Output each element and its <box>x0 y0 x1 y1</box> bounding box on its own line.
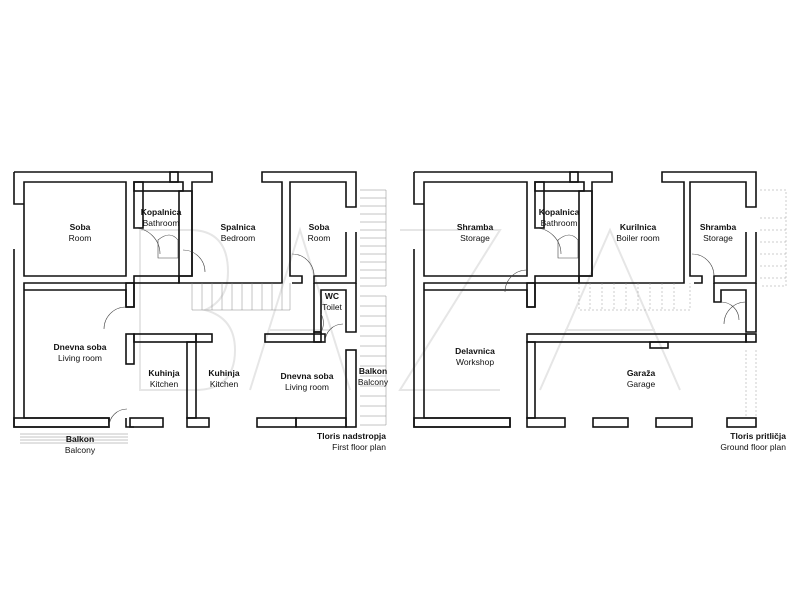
caption-subtitle: First floor plan <box>332 442 386 452</box>
room-name: Kuhinja <box>148 368 180 378</box>
room-name: Kuhinja <box>208 368 240 378</box>
room-label-balcony-1: Balkon Balcony <box>358 366 388 388</box>
room-translation: Kitchen <box>149 379 179 389</box>
room-translation: Toilet <box>322 302 342 312</box>
room-label-living-room-2: Dnevna soba Living room <box>281 371 334 393</box>
ground-floor-plan-caption: Tloris pritličja Ground floor plan <box>720 431 786 453</box>
interior-walls <box>413 171 757 428</box>
room-translation: Living room <box>58 353 102 363</box>
room-name: Soba <box>69 222 91 232</box>
room-translation: Room <box>307 233 331 243</box>
room-name: Garaža <box>626 368 656 378</box>
room-label-room-2: Soba Room <box>308 222 331 244</box>
room-translation: Storage <box>703 233 733 243</box>
room-name: WC <box>324 291 340 301</box>
room-label-boiler-room: Kurilnica Boiler room <box>616 222 659 244</box>
first-floor-plan-caption: Tloris nadstropja First floor plan <box>317 431 386 453</box>
exterior-walls <box>413 171 757 428</box>
room-name: Dnevna soba <box>53 342 107 352</box>
doors-and-fixtures <box>103 227 344 428</box>
interior-walls <box>13 171 357 428</box>
room-name: Kopalnica <box>140 207 182 217</box>
room-translation: Workshop <box>455 357 495 367</box>
room-name: Delavnica <box>455 346 495 356</box>
room-name: Kurilnica <box>619 222 657 232</box>
room-label-workshop: Delavnica Workshop <box>455 346 495 368</box>
room-label-garage: Garaža Garage <box>627 368 655 390</box>
room-label-bathroom: Kopalnica Bathroom <box>141 207 182 229</box>
room-label-bathroom: Kopalnica Bathroom <box>539 207 580 229</box>
room-translation: Garage <box>626 379 656 389</box>
room-name: Spalnica <box>220 222 256 232</box>
ground-floor-plan <box>413 171 787 428</box>
room-translation: Living room <box>285 382 329 392</box>
room-name: Kopalnica <box>538 207 580 217</box>
room-name: Balkon <box>65 434 95 444</box>
caption-title: Tloris pritličja <box>730 431 786 441</box>
doors-and-fixtures <box>504 227 747 325</box>
room-name: Soba <box>308 222 330 232</box>
room-translation: Bathroom <box>142 218 180 228</box>
room-label-storage-2: Shramba Storage <box>700 222 736 244</box>
room-label-toilet: WC Toilet <box>322 291 342 313</box>
room-translation: Storage <box>460 233 490 243</box>
room-translation: Bedroom <box>220 233 256 243</box>
room-translation: Balcony <box>357 377 389 387</box>
room-label-bedroom: Spalnica Bedroom <box>221 222 256 244</box>
room-translation: Bathroom <box>540 218 578 228</box>
stairs <box>20 189 387 444</box>
room-label-kitchen-1: Kuhinja Kitchen <box>148 368 179 390</box>
room-name: Shramba <box>699 222 737 232</box>
room-translation: Boiler room <box>616 233 660 243</box>
room-translation: Kitchen <box>209 379 239 389</box>
room-label-kitchen-2: Kuhinja Kitchen <box>208 368 239 390</box>
room-name: Shramba <box>456 222 494 232</box>
first-floor-plan <box>13 171 387 444</box>
room-translation: Room <box>68 233 92 243</box>
caption-title: Tloris nadstropja <box>317 431 386 441</box>
room-name: Dnevna soba <box>280 371 334 381</box>
room-label-balcony-2: Balkon Balcony <box>65 434 95 456</box>
stairs <box>578 189 787 418</box>
room-name: Balkon <box>358 366 388 376</box>
room-label-storage-1: Shramba Storage <box>457 222 493 244</box>
watermark <box>139 226 681 391</box>
room-label-living-room-1: Dnevna soba Living room <box>54 342 107 364</box>
caption-subtitle: Ground floor plan <box>720 442 786 452</box>
room-translation: Balcony <box>64 445 96 455</box>
room-label-room-1: Soba Room <box>69 222 92 244</box>
